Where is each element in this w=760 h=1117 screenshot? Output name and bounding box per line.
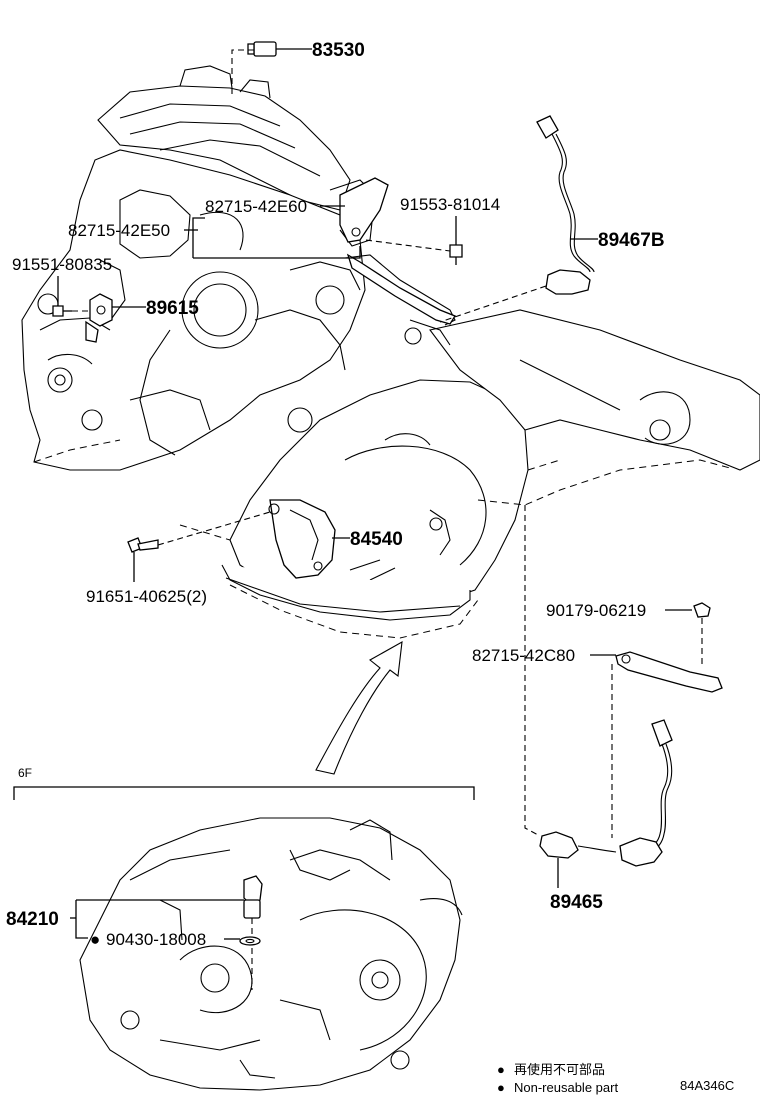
inset-reference-arrow — [315, 640, 403, 775]
label-83530: 83530 — [312, 40, 365, 61]
legend: ● 再使用不可部品 ● Non-reusable part — [497, 1062, 618, 1095]
non-reusable-bullet-icon: ● — [90, 930, 100, 949]
svg-text:91651-40625(2): 91651-40625(2) — [86, 587, 207, 606]
switch-84210[interactable] — [70, 875, 263, 990]
svg-text:91551-80835: 91551-80835 — [12, 255, 112, 274]
transaxle-phantom-outline — [33, 439, 731, 639]
air-fuel-ratio-sensor-89467B[interactable] — [439, 115, 598, 323]
label-89615: 89615 — [146, 298, 199, 319]
svg-text:84A346C: 84A346C — [680, 1078, 734, 1093]
label-84210: 84210 — [6, 909, 59, 930]
svg-text:84210: 84210 — [6, 909, 59, 930]
svg-text:82715-42C80: 82715-42C80 — [472, 646, 575, 665]
bolt-91551-80835[interactable] — [52, 276, 92, 317]
label-89467B: 89467B — [598, 230, 665, 251]
legend-text-cn: 再使用不可部品 — [514, 1062, 605, 1077]
label-90179-06219: 90179-06219 — [546, 601, 646, 620]
svg-text:89467B: 89467B — [598, 230, 665, 251]
oil-pressure-switch-83530[interactable] — [231, 41, 312, 95]
svg-text:91553-81014: 91553-81014 — [400, 195, 500, 214]
diagram-code: 84A346C — [680, 1078, 734, 1093]
legend-text-en: Non-reusable part — [514, 1080, 618, 1095]
label-82715-42E60: 82715-42E60 — [205, 197, 307, 216]
svg-text:89615: 89615 — [146, 298, 199, 319]
knock-sensor-89615[interactable] — [85, 293, 146, 343]
bolt-91553-81014[interactable] — [365, 216, 463, 265]
svg-text:89465: 89465 — [550, 892, 603, 913]
svg-text:83530: 83530 — [312, 40, 365, 61]
label-84540: 84540 — [350, 529, 403, 550]
nut-90179-06219[interactable] — [665, 602, 711, 666]
svg-text:90430-18008: 90430-18008 — [106, 930, 206, 949]
svg-text:90179-06219: 90179-06219 — [546, 601, 646, 620]
leader-82715-42E60 — [192, 205, 361, 259]
oxygen-sensor-89465[interactable] — [524, 505, 673, 888]
svg-text:84540: 84540 — [350, 529, 403, 550]
inset-6F: 6F — [13, 766, 475, 1091]
label-91553-81014: 91553-81014 — [400, 195, 500, 214]
label-82715-42C80: 82715-42C80 — [472, 646, 575, 665]
wire-harness-clamp-bracket[interactable] — [339, 177, 456, 325]
sensor-bracket-82715-42C80[interactable] — [590, 651, 723, 838]
label-89465: 89465 — [550, 892, 603, 913]
legend-bullet-icon-2: ● — [497, 1080, 505, 1095]
bolt-91651-40625[interactable] — [127, 537, 159, 582]
gasket-90430-18008[interactable] — [224, 936, 261, 946]
inset-label: 6F — [18, 766, 32, 780]
label-91551-80835: 91551-80835 — [12, 255, 112, 274]
neutral-start-switch-84540[interactable] — [157, 499, 350, 579]
svg-text:82715-42E60: 82715-42E60 — [205, 197, 307, 216]
legend-bullet-icon: ● — [497, 1062, 505, 1077]
label-91651-40625: 91651-40625(2) — [86, 587, 207, 606]
label-82715-42E50: 82715-42E50 — [68, 221, 170, 240]
label-90430-18008: ● 90430-18008 — [90, 930, 206, 949]
svg-text:82715-42E50: 82715-42E50 — [68, 221, 170, 240]
